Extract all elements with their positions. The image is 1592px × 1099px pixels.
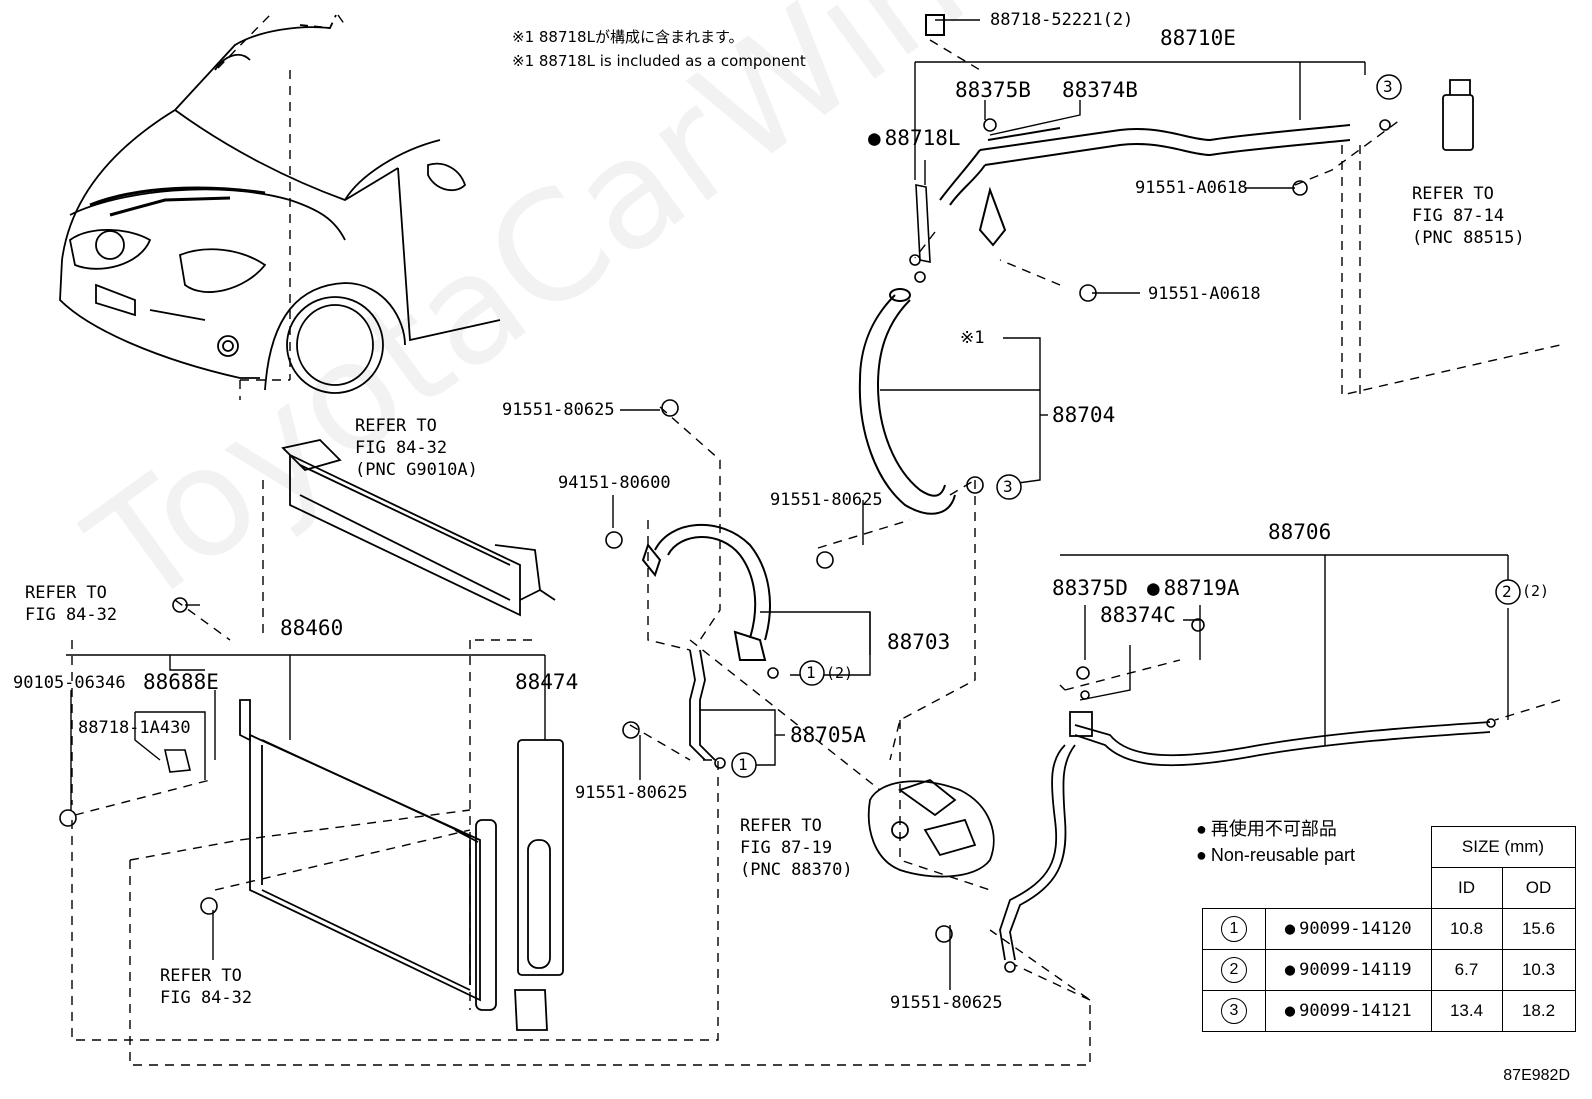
label-91551-80625-d: 91551-80625	[890, 993, 1003, 1013]
label-91551-80625-c: 91551-80625	[575, 783, 688, 803]
row-od: 18.2	[1501, 990, 1576, 1032]
compressor	[867, 778, 995, 878]
size-row: 2 90099-14119 6.7 10.3	[1202, 949, 1576, 991]
label-ref-84-32-bot-a: REFER TO	[160, 966, 242, 986]
legend-en: Non-reusable part	[1196, 846, 1355, 864]
row-mark: 3	[1221, 998, 1247, 1024]
size-header: SIZE (mm)	[1430, 826, 1576, 868]
row-od: 15.6	[1501, 908, 1576, 950]
car-illustration	[59, 14, 501, 394]
diagram-code: 87E982D	[1503, 1067, 1570, 1084]
label-88688e: 88688E	[143, 670, 219, 694]
label-91551-a0618-a: 91551-A0618	[1135, 178, 1248, 198]
circle-callouts	[731, 74, 1521, 778]
cooler-g9010a	[281, 439, 556, 617]
hose-88704	[858, 288, 956, 515]
label-ref-87-14-c: (PNC 88515)	[1412, 228, 1525, 248]
callout-1-low: 1	[738, 755, 748, 774]
label-88460: 88460	[280, 616, 344, 640]
label-88374c: 88374C	[1100, 603, 1176, 627]
dashed-guides	[71, 14, 1561, 1066]
label-88703: 88703	[887, 630, 951, 654]
hose-88703	[641, 524, 771, 661]
label-88375d: 88375D	[1052, 576, 1128, 600]
callout-1-mid: 1	[806, 663, 816, 682]
callout-2-right-suffix: (2)	[1522, 582, 1550, 600]
label-94151-80600: 94151-80600	[558, 473, 671, 493]
label-ref-84-32-bot-b: FIG 84-32	[160, 988, 253, 1008]
row-part: 90099-14121	[1265, 990, 1432, 1032]
label-88718l: 88718L	[868, 128, 961, 149]
row-mark: 1	[1221, 916, 1247, 942]
row-part: 90099-14119	[1265, 949, 1432, 991]
drier-88474	[514, 739, 564, 1031]
label-ref-87-14-a: REFER TO	[1412, 184, 1494, 204]
col-id: ID	[1430, 867, 1503, 909]
label-88704: 88704	[1052, 403, 1116, 427]
expansion-valve	[1442, 79, 1474, 151]
callout-3-top: 3	[1383, 77, 1393, 96]
row-id: 6.7	[1430, 949, 1503, 991]
label-88374b: 88374B	[1062, 78, 1138, 102]
label-ref-84-32-top-c: (PNC G9010A)	[355, 460, 478, 480]
size-row: 1 90099-14120 10.8 15.6	[1202, 908, 1576, 950]
label-91551-80625-a: 91551-80625	[502, 400, 615, 420]
fittings	[59, 118, 1496, 973]
note-jp: ※1 88718Lが構成に含まれます。	[512, 28, 744, 46]
row-mark: 2	[1221, 957, 1247, 983]
label-88375b: 88375B	[955, 78, 1031, 102]
leader-lines	[66, 19, 1509, 990]
label-ref-84-32-left-a: REFER TO	[25, 583, 107, 603]
label-91551-80625-b: 91551-80625	[770, 490, 883, 510]
col-od: OD	[1501, 867, 1576, 909]
label-88706: 88706	[1268, 520, 1332, 544]
size-table: SIZE (mm) ID OD 1 90099-14120 10.8 15.6 …	[1202, 826, 1576, 1032]
row-od: 10.3	[1501, 949, 1576, 991]
size-row: 3 90099-14121 13.4 18.2	[1202, 990, 1576, 1032]
condenser-88460	[239, 699, 497, 1011]
label-91551-a0618-b: 91551-A0618	[1148, 284, 1261, 304]
label-90105-06346: 90105-06346	[13, 673, 126, 693]
label-88710e: 88710E	[1160, 26, 1236, 50]
label-88705a: 88705A	[790, 723, 866, 747]
row-id: 13.4	[1430, 990, 1503, 1032]
callout-1-mid-suffix: (2)	[826, 664, 854, 682]
row-part: 90099-14120	[1265, 908, 1432, 950]
label-88474: 88474	[515, 670, 579, 694]
label-ref-87-19-c: (PNC 88370)	[740, 860, 853, 880]
pipe-88705a	[689, 649, 716, 761]
pipe-88706	[999, 711, 1491, 961]
pipe-88710e	[925, 14, 1351, 247]
row-id: 10.8	[1430, 908, 1503, 950]
note-en: ※1 88718L is included as a component	[512, 52, 806, 70]
label-88719a: 88719A	[1147, 578, 1240, 599]
label-ref-84-32-top-a: REFER TO	[355, 416, 437, 436]
label-88718-52221: 88718-52221(2)	[990, 10, 1134, 30]
label-ref-87-19-a: REFER TO	[740, 816, 822, 836]
label-ref-87-19-b: FIG 87-19	[740, 838, 833, 858]
callout-3-mid: 3	[1003, 477, 1013, 496]
legend-jp: 再使用不可部品	[1196, 820, 1337, 838]
label-note-mark: ※1	[960, 328, 985, 348]
label-ref-84-32-top-b: FIG 84-32	[355, 438, 448, 458]
label-ref-84-32-left-b: FIG 84-32	[25, 605, 118, 625]
label-88718-1a430: 88718-1A430	[78, 718, 191, 738]
callout-2-right: 2	[1502, 582, 1512, 601]
label-ref-87-14-b: FIG 87-14	[1412, 206, 1505, 226]
